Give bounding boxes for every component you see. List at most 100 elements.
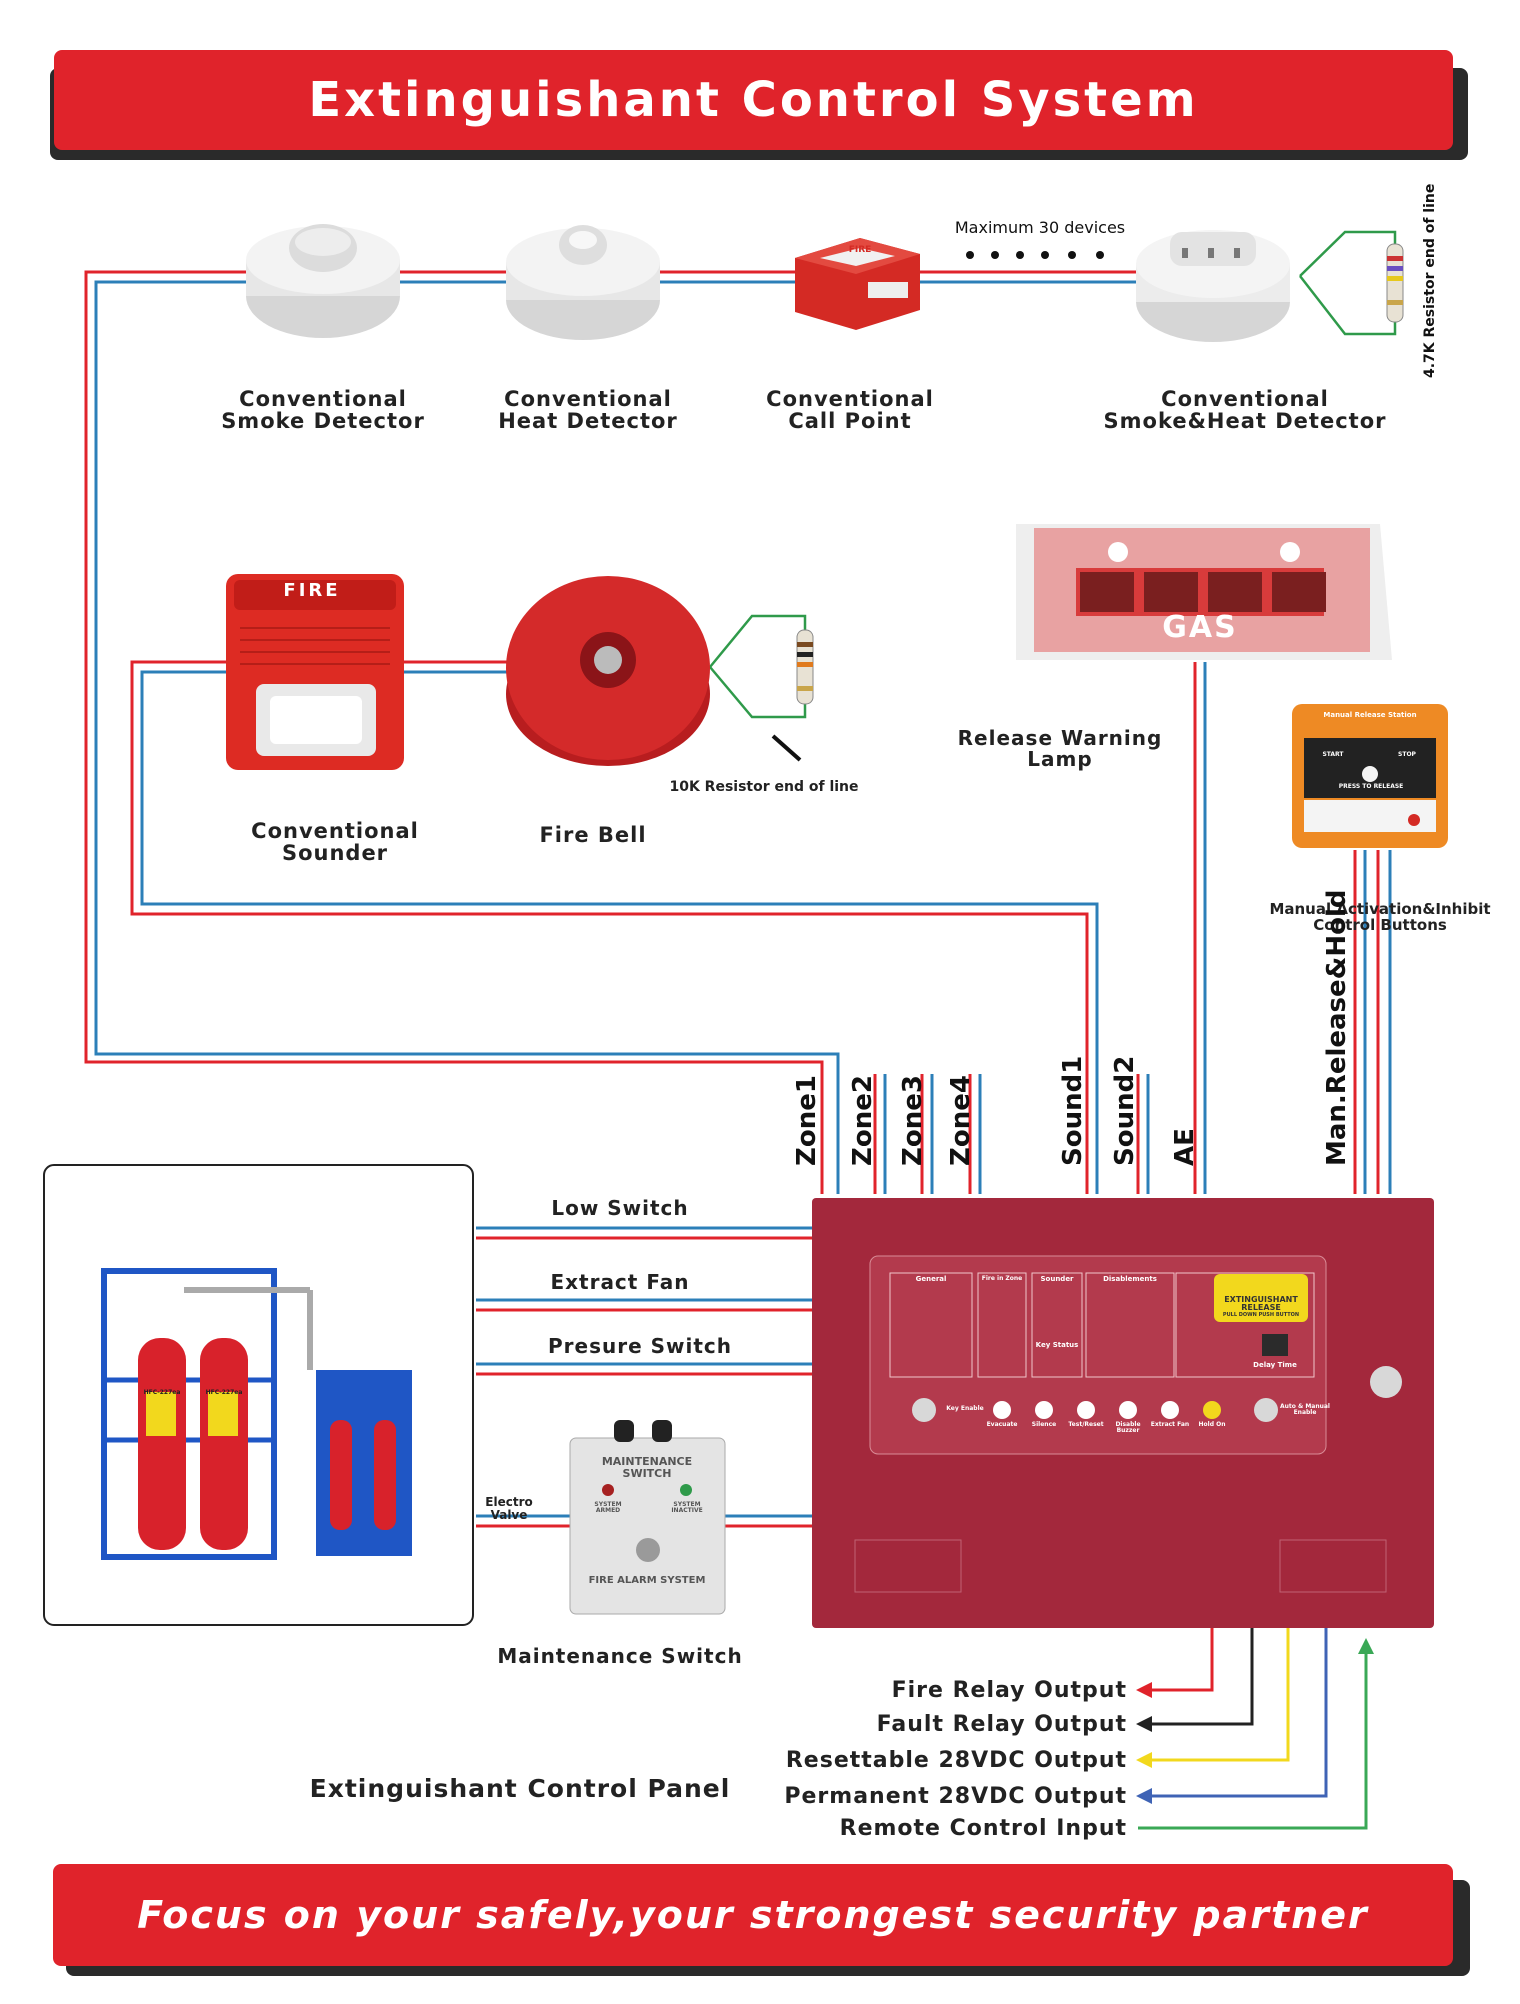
output-fire-relay: Fire Relay Output — [891, 1678, 1127, 1703]
page-title: Extinguishant Control System — [308, 72, 1199, 128]
warning-lamp-label: Release Warning Lamp — [957, 726, 1163, 771]
maintenance-armed: SYSTEM ARMED — [594, 1501, 622, 1515]
header-banner: Extinguishant Control System — [54, 50, 1453, 150]
control-panel — [812, 1198, 1434, 1628]
label-line-1: Conventional — [504, 387, 672, 411]
footer-slogan: Focus on your safely,your strongest secu… — [137, 1893, 1369, 1937]
resistor-47k-label: 4.7K Resistor end of line — [1422, 183, 1438, 378]
terminal-ae: AE — [1170, 1128, 1200, 1166]
resettable-wire — [1148, 1628, 1290, 1762]
footer-banner: Focus on your safely,your strongest secu… — [53, 1864, 1453, 1966]
label-line-1: Conventional — [1161, 387, 1329, 411]
label-line-1: Conventional — [251, 819, 419, 843]
call-point — [795, 238, 920, 330]
callpoint-sign-text: FIRE — [848, 245, 872, 255]
heat-detector-label: Conventional Heat Detector — [478, 388, 698, 432]
max-devices-note: Maximum 30 devices — [954, 218, 1126, 237]
pressure-switch-label: Presure Switch — [547, 1334, 732, 1358]
panel-button-disable-buzzer: Disable Buzzer — [1115, 1421, 1141, 1435]
manual-station-label: Manual Activation&Inhibit Control Button… — [1245, 900, 1515, 934]
output-remote-input: Remote Control Input — [839, 1816, 1127, 1841]
station-start: START — [1322, 751, 1344, 758]
cylinder-tag-2: HFC-227ea — [205, 1389, 243, 1396]
output-arrows — [1136, 1638, 1374, 1804]
panel-caption: Extinguishant Control Panel — [309, 1774, 731, 1803]
terminal-man-release: Man.Release&Hold — [1322, 889, 1352, 1166]
label-line-2: Heat Detector — [498, 409, 678, 434]
section-disablements: Disablements — [1103, 1275, 1157, 1283]
section-general: General — [915, 1275, 947, 1283]
sounder-sign-text: FIRE — [283, 580, 341, 601]
terminal-zone3: Zone3 — [898, 1075, 928, 1166]
call-point-label: Conventional Call Point — [740, 388, 960, 432]
lamp-sign-text: GAS — [1162, 610, 1238, 645]
fire-bell — [506, 576, 710, 766]
smoke-heat-detector — [1136, 230, 1290, 342]
maintenance-inactive: SYSTEM INACTIVE — [671, 1501, 703, 1515]
release-label: EXTINGUISHANT RELEASE PULL DOWN PUSH BUT… — [1214, 1295, 1308, 1318]
key-status-label: Key Status — [1035, 1341, 1079, 1349]
label-line-2: Smoke Detector — [221, 409, 425, 434]
zone1-wire-blue — [94, 280, 1150, 1194]
heat-detector — [506, 225, 660, 340]
release-warning-lamp — [1016, 524, 1392, 660]
auto-manual-label: Auto & Manual Enable — [1280, 1403, 1330, 1417]
resistor-10k — [709, 614, 814, 762]
terminal-zone1: Zone1 — [792, 1075, 822, 1166]
permanent-wire — [1148, 1628, 1328, 1798]
terminal-sound2: Sound2 — [1110, 1055, 1140, 1166]
terminal-zone2: Zone2 — [848, 1075, 878, 1166]
label-line-2: Call Point — [788, 409, 912, 434]
zone1-wire-red — [84, 270, 1150, 1194]
release-line-3: PULL DOWN PUSH BUTTON — [1222, 1311, 1300, 1318]
electro-valve-label: Electro Valve — [485, 1495, 533, 1522]
release-line-2: RELEASE — [1241, 1303, 1281, 1313]
key-enable-label: Key Enable — [946, 1405, 984, 1412]
panel-button-test-reset: Test/Reset — [1068, 1421, 1104, 1428]
panel-button-evacuate: Evacuate — [986, 1421, 1018, 1428]
sounder-label: Conventional Sounder — [230, 820, 440, 864]
label-line-2: Control Buttons — [1313, 915, 1447, 934]
section-fire-zone: Fire in Zone — [981, 1275, 1023, 1282]
panel-button-extract-fan: Extract Fan — [1150, 1421, 1190, 1428]
cylinder-tag-1: HFC-227ea — [143, 1389, 181, 1396]
remote-input-wire — [1138, 1652, 1368, 1830]
maintenance-box-title: MAINTENANCE SWITCH — [601, 1455, 693, 1480]
output-permanent: Permanent 28VDC Output — [784, 1784, 1127, 1809]
smoke-detector-label: Conventional Smoke Detector — [213, 388, 433, 432]
resistor-47k — [1299, 230, 1404, 336]
terminal-zone4: Zone4 — [946, 1075, 976, 1166]
label-line-2: Sounder — [281, 841, 389, 866]
station-press: PRESS TO RELEASE — [1338, 783, 1404, 790]
fire-relay-wire — [1148, 1628, 1214, 1692]
sounder — [226, 574, 404, 770]
label-line-1: Manual Activation&Inhibit — [1269, 900, 1491, 918]
fire-bell-label: Fire Bell — [539, 823, 647, 847]
output-fault-relay: Fault Relay Output — [876, 1712, 1127, 1737]
section-sounder: Sounder — [1040, 1275, 1074, 1283]
fault-relay-wire — [1148, 1628, 1254, 1726]
label-line-2: Smoke&Heat Detector — [1103, 409, 1387, 434]
manual-release-station — [1292, 704, 1448, 848]
smoke-detector — [246, 224, 400, 338]
output-resettable: Resettable 28VDC Output — [785, 1748, 1127, 1773]
resistor-10k-label: 10K Resistor end of line — [669, 779, 859, 795]
label-line-1: Conventional — [766, 387, 934, 411]
extract-fan-label: Extract Fan — [550, 1270, 690, 1294]
maintenance-switch-box — [569, 1420, 726, 1615]
label-line-1: Conventional — [239, 387, 407, 411]
cylinder-enclosure — [43, 1164, 474, 1626]
panel-button-hold-on: Hold On — [1198, 1421, 1226, 1428]
maintenance-box-footer: FIRE ALARM SYSTEM — [588, 1575, 706, 1586]
release-line-1: EXTINGUISHANT — [1224, 1295, 1298, 1304]
panel-button-silence: Silence — [1031, 1421, 1057, 1428]
station-title: Manual Release Station — [1323, 711, 1417, 719]
low-switch-label: Low Switch — [551, 1196, 689, 1220]
station-stop: STOP — [1398, 751, 1416, 758]
terminal-sound1: Sound1 — [1058, 1055, 1088, 1166]
device-ellipsis — [966, 251, 1104, 259]
smoke-heat-label: Conventional Smoke&Heat Detector — [1100, 388, 1390, 432]
maintenance-caption: Maintenance Switch — [497, 1644, 743, 1668]
